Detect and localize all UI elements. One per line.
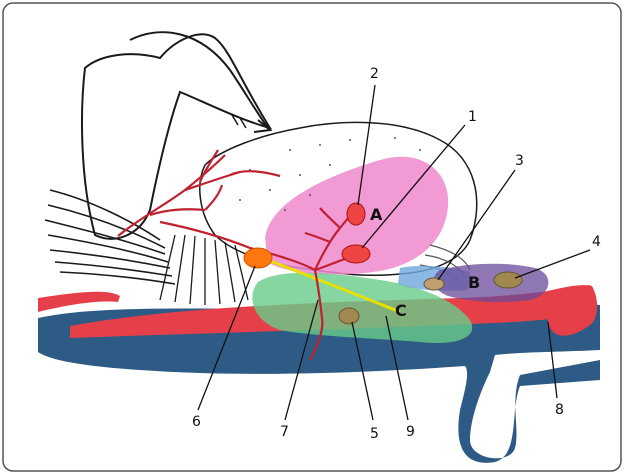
node-2 bbox=[347, 203, 365, 225]
node-1 bbox=[342, 245, 370, 263]
node-3 bbox=[424, 278, 444, 290]
region-label-b: B bbox=[468, 273, 480, 292]
label-6: 6 bbox=[192, 414, 201, 430]
region-label-c: C bbox=[395, 301, 407, 320]
node-4 bbox=[494, 272, 522, 288]
label-7: 7 bbox=[280, 424, 289, 440]
node-5 bbox=[339, 308, 359, 324]
label-5: 5 bbox=[370, 426, 379, 442]
label-9: 9 bbox=[406, 424, 415, 440]
label-3: 3 bbox=[515, 153, 524, 169]
label-8: 8 bbox=[555, 402, 564, 418]
region-label-a: A bbox=[370, 205, 383, 224]
region-b-shape bbox=[434, 264, 549, 302]
node-6 bbox=[244, 248, 272, 268]
label-4: 4 bbox=[592, 234, 601, 250]
label-1: 1 bbox=[468, 109, 477, 125]
label-2: 2 bbox=[370, 66, 379, 82]
